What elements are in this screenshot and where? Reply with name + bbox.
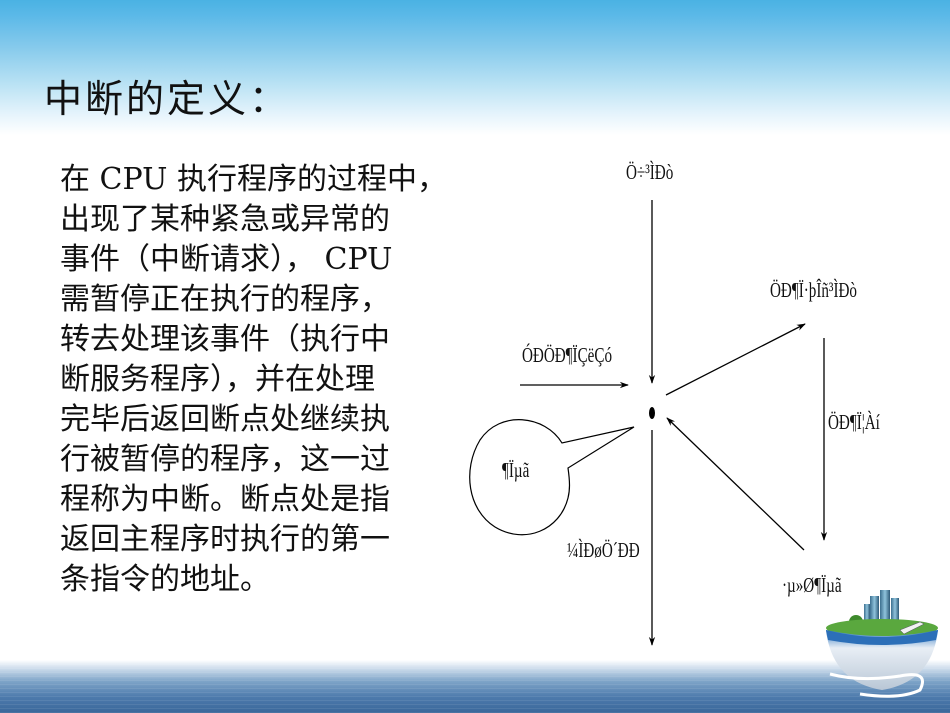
label-interrupt-service-routine: ÖÐ¶Ï·þÎñ³ÌÐò: [770, 278, 857, 302]
label-continue-execution: ¼ÌÐøÖ´ÐÐ: [567, 538, 640, 562]
paragraph-line: 行被暂停的程序，这一过: [60, 442, 390, 477]
paragraph-line: 需暂停正在执行的程序，: [60, 282, 390, 317]
ocean-footer-background: [0, 660, 950, 713]
to-isr-arrow: [665, 323, 806, 396]
paragraph-line: 事件（中断请求）， CPU: [60, 242, 393, 277]
paragraph-line: 完毕后返回断点处继续执: [60, 402, 390, 437]
paragraph-line: 出现了某种紧急或异常的: [60, 202, 390, 237]
label-return-breakpoint: ·µ»Ø¶Ïµã: [782, 573, 842, 597]
globe-city-decoration-icon: [826, 590, 938, 698]
label-breakpoint: ¶Ïµã: [502, 458, 530, 482]
return-arrow: [666, 417, 805, 551]
label-interrupt-request: ÓÐÖÐ¶ÏÇëÇó: [522, 343, 613, 367]
definition-paragraph: 在 CPU 执行程序的过程中， 出现了某种紧急或异常的 事件（中断请求）， CP…: [60, 160, 480, 600]
paragraph-line: 条指令的地址。: [60, 562, 270, 597]
breakpoint-callout-bubble: [469, 419, 635, 536]
paragraph-line: 返回主程序时执行的第一: [60, 522, 390, 557]
paragraph-line: 在 CPU 执行程序的过程中，: [60, 162, 447, 197]
paragraph-line: 断服务程序），并在处理: [60, 362, 375, 397]
sky-gradient-background: [0, 0, 950, 135]
paragraph-line: 转去处理该事件（执行中: [60, 322, 390, 357]
paragraph-line: 程称为中断。断点处是指: [60, 482, 390, 517]
label-interrupt-return: ÖÐ¶Ï¦Àí: [828, 410, 880, 434]
breakpoint-dot: [649, 407, 655, 419]
slide-title: 中断的定义：: [44, 77, 291, 121]
label-main-program: Ö÷³ÌÐò: [626, 160, 674, 184]
